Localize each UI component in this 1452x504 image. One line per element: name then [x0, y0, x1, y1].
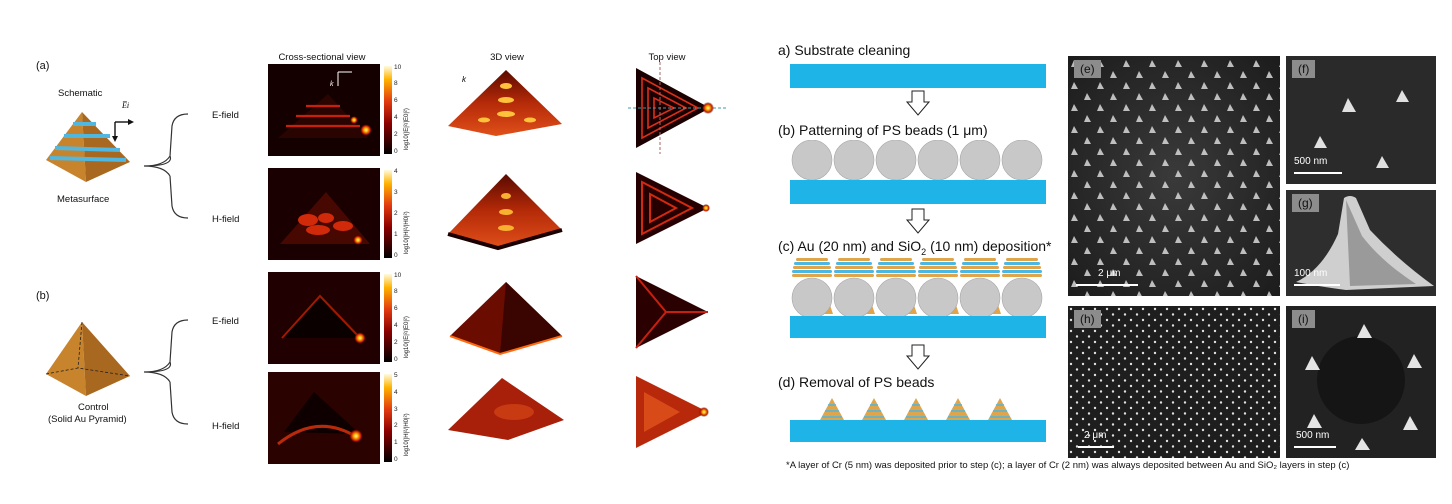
cbar2-tick: 1	[394, 231, 398, 238]
view3d-map-h2	[448, 378, 564, 440]
cbar3-tick: 4	[394, 322, 398, 329]
control-pyramid	[45, 321, 131, 396]
cbar2-tick: 4	[394, 168, 398, 175]
cbar3-tick: 0	[394, 356, 398, 363]
cbar4-tick: 5	[394, 372, 398, 379]
cbar4-tick: 3	[394, 406, 398, 413]
scale-text-g: 100 nm	[1294, 268, 1328, 279]
sem-label-e: (e)	[1074, 60, 1101, 78]
cbar3-tick: 8	[394, 288, 398, 295]
view3d-map-e2	[449, 282, 563, 356]
scale-bar-h	[1078, 446, 1114, 448]
brace-bottom	[143, 319, 189, 425]
row-label-h1: H-field	[212, 214, 240, 225]
control-sublabel: (Solid Au Pyramid)	[48, 414, 127, 425]
view3d-map-e1: k	[448, 70, 562, 136]
cbar3-tick: 10	[394, 272, 402, 279]
sem-label-g: (g)	[1292, 194, 1319, 212]
scale-bar-f	[1294, 172, 1342, 174]
scale-text-e: 2 μm	[1098, 268, 1121, 279]
step-c-diagram	[790, 258, 1046, 338]
scale-text-f: 500 nm	[1294, 156, 1328, 167]
schematic-label: Schematic	[58, 88, 103, 99]
panel-label-b: (b)	[36, 290, 50, 302]
cbar1-tick: 0	[394, 148, 398, 155]
sem-panel-i: (i) 500 nm	[1286, 306, 1436, 458]
scale-bar-g	[1294, 284, 1340, 286]
topview-map-h1	[636, 172, 710, 244]
scale-text-i: 500 nm	[1296, 430, 1330, 441]
substrate-a	[790, 64, 1046, 88]
k-label-3d: k	[462, 75, 467, 84]
down-arrow-icon	[906, 344, 930, 370]
cbar2-label: log10(|H|²/|H0|²)	[404, 211, 410, 254]
cbar2-tick: 0	[394, 252, 398, 259]
down-arrow-icon	[906, 90, 930, 116]
sem-panel-e: (e) 2 μm	[1068, 56, 1280, 296]
topview-map-e2	[635, 275, 708, 349]
sem-label-i: (i)	[1292, 310, 1315, 328]
cbar4-tick: 1	[394, 439, 398, 446]
metasurface-label: Metasurface	[57, 194, 110, 205]
k-label: k	[330, 81, 334, 88]
row-label-e1: E-field	[212, 110, 239, 121]
topview-map-e1	[628, 62, 728, 154]
step-d-label: (d) Removal of PS beads	[778, 374, 935, 390]
down-arrow-icon	[906, 208, 930, 234]
cbar3-label: log10(|E|²/|E0|²)	[404, 316, 410, 358]
header-cross-section: Cross-sectional view	[278, 52, 366, 63]
row-label-e2: E-field	[212, 316, 239, 327]
sem-label-h: (h)	[1074, 310, 1101, 328]
sem-label-f: (f)	[1292, 60, 1316, 78]
step-b-label: (b) Patterning of PS beads (1 μm)	[778, 122, 988, 138]
cbar4-tick: 0	[394, 456, 398, 463]
control-label: Control	[78, 402, 109, 413]
step-a-label: a) Substrate cleaning	[778, 42, 911, 58]
step-d-diagram	[790, 398, 1046, 442]
header-top: Top view	[648, 52, 686, 63]
sem-panel-f: (f) 500 nm	[1286, 56, 1436, 184]
cross-section-map-e1: k	[268, 64, 380, 156]
e-vector-label: E̅i	[121, 101, 129, 110]
view3d-map-h1	[447, 174, 563, 251]
header-3d: 3D view	[490, 52, 524, 63]
cbar1-label: log10(|E|²/|E0|²)	[404, 108, 410, 150]
panel-label-a: (a)	[36, 60, 50, 72]
cross-section-map-h2	[268, 372, 380, 464]
footnote: *A layer of Cr (5 nm) was deposited prio…	[786, 460, 1350, 471]
row-label-h2: H-field	[212, 421, 240, 432]
cbar4-tick: 2	[394, 422, 398, 429]
topview-map-h2	[636, 376, 709, 448]
scale-bar-e	[1076, 284, 1138, 286]
cross-section-map-e2	[268, 272, 380, 364]
scale-bar-i	[1294, 446, 1336, 448]
cbar1-tick: 4	[394, 114, 398, 121]
cbar2-tick: 3	[394, 189, 398, 196]
scale-text-h: 2 μm	[1084, 430, 1107, 441]
sem-panel-g: (g) 100 nm	[1286, 190, 1436, 296]
cbar2-tick: 2	[394, 210, 398, 217]
cbar4-tick: 4	[394, 389, 398, 396]
metasurface-pyramid: E̅i	[46, 101, 134, 182]
cbar1-tick: 8	[394, 80, 398, 87]
sem-panel-h: (h) 2 μm	[1068, 306, 1280, 458]
step-c-text: (c) Au (20 nm) and SiO	[778, 238, 922, 254]
step-c-label: (c) Au (20 nm) and SiO2 (10 nm) depositi…	[778, 238, 1051, 257]
cbar1-tick: 10	[394, 64, 402, 71]
cbar3-tick: 6	[394, 305, 398, 312]
step-c-text-end: (10 nm) deposition*	[926, 238, 1052, 254]
cbar1-tick: 2	[394, 131, 398, 138]
step-c-subscript: 2	[921, 246, 927, 257]
brace-top	[143, 113, 189, 219]
cbar4-label: log10(|H|²/|H0|²)	[404, 413, 410, 456]
step-b-diagram	[790, 140, 1046, 204]
cbar1-tick: 6	[394, 97, 398, 104]
cross-section-map-h1	[268, 168, 380, 260]
cbar3-tick: 2	[394, 339, 398, 346]
